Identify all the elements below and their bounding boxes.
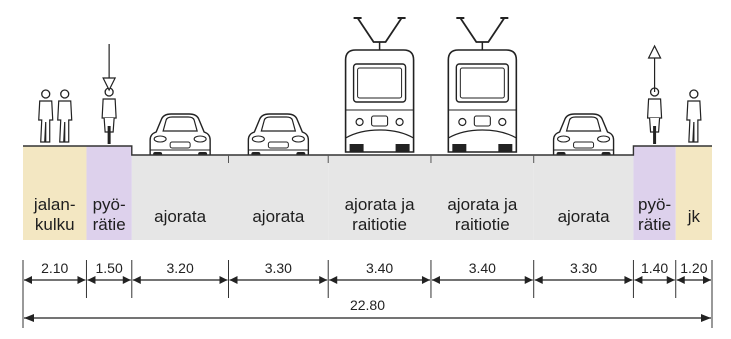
lane-7-label: ajorata — [557, 207, 610, 226]
lane-6-width-label: 3.40 — [469, 260, 496, 276]
dimension-arrowhead — [703, 276, 711, 284]
pedestrian-icon — [57, 89, 73, 143]
lane-4-width-label: 3.30 — [265, 260, 292, 276]
dimension-arrowhead — [431, 276, 440, 284]
dimension-arrowhead — [666, 276, 675, 284]
lane-7-width-label: 3.30 — [570, 260, 597, 276]
dimension-arrowhead — [421, 276, 430, 284]
car-icon — [247, 113, 310, 161]
lane-1-label: jalan- kulku — [33, 195, 76, 234]
cyclist-icon — [646, 87, 663, 145]
direction-up-arrow-icon — [647, 44, 662, 59]
lane-9-label: jk — [687, 207, 700, 226]
lane-2-label: pyö- rätie — [92, 195, 126, 234]
lane-9-fill — [675, 146, 712, 240]
pedestrian-icon — [686, 89, 702, 143]
dimension-arrowhead — [24, 276, 32, 284]
pedestrian-icon — [38, 89, 54, 143]
dimension-arrowhead — [219, 276, 228, 284]
dimension-arrowhead — [676, 276, 685, 284]
dimension-arrowhead — [77, 276, 86, 284]
lane-3-width-label: 3.20 — [167, 260, 194, 276]
lane-2-fill — [86, 146, 132, 240]
dimension-arrowhead — [534, 276, 543, 284]
lane-6-fill — [430, 155, 534, 240]
dimension-arrowhead — [319, 276, 328, 284]
street-surface-outline — [23, 145, 712, 156]
lane-8-label: pyö- rätie — [638, 195, 672, 234]
lane-7-fill — [533, 155, 634, 240]
dimension-arrowhead — [329, 276, 338, 284]
cyclist-icon — [101, 87, 117, 145]
dimension-arrowhead — [229, 276, 238, 284]
lane-2-width-label: 1.50 — [96, 260, 123, 276]
car-icon — [149, 113, 211, 161]
lane-4-fill — [228, 155, 329, 240]
direction-down-arrow-icon — [102, 77, 117, 92]
dimension-arrowhead — [24, 314, 34, 322]
lane-4-label: ajorata — [252, 207, 305, 226]
dimension-arrowhead — [634, 276, 643, 284]
dimension-arrowhead — [87, 276, 96, 284]
lane-6-label: ajorata ja raitiotie — [447, 195, 518, 234]
lane-8-width-label: 1.40 — [641, 260, 668, 276]
dimension-arrowhead — [701, 314, 711, 322]
lane-5-width-label: 3.40 — [366, 260, 393, 276]
lane-3-fill — [131, 155, 229, 240]
lane-3-label: ajorata — [154, 207, 207, 226]
lane-5-fill — [328, 155, 431, 240]
lane-1-width-label: 2.10 — [41, 260, 68, 276]
dimension-arrowhead — [132, 276, 141, 284]
tram-icon — [447, 17, 518, 153]
lane-9-width-label: 1.20 — [680, 260, 707, 276]
dimension-arrowhead — [624, 276, 633, 284]
total-width-label: 22.80 — [350, 297, 385, 313]
dimension-arrowhead — [524, 276, 533, 284]
dimension-arrowhead — [122, 276, 131, 284]
lane-5-label: ajorata ja raitiotie — [344, 195, 415, 234]
lane-1-fill — [23, 146, 87, 240]
tram-icon — [344, 17, 415, 153]
car-icon — [552, 113, 615, 161]
lane-8-fill — [633, 146, 676, 240]
